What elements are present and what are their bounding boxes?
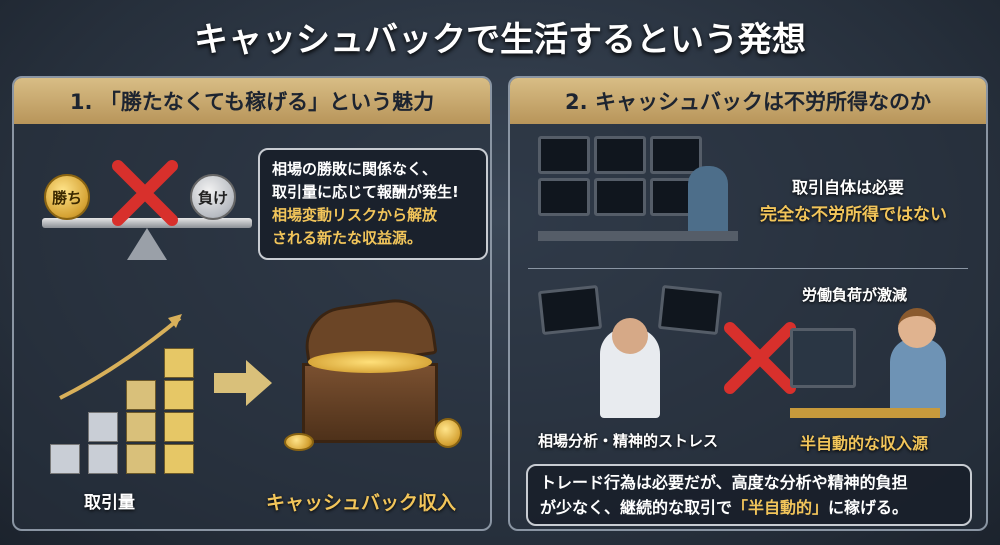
lose-coin: 負け [190, 174, 236, 220]
bubble-text-highlight: 相場変動リスクから解放 [272, 206, 438, 224]
left-panel: 1. 「勝たなくても稼げる」という魅力 勝ち 負け 相場の勝敗に関係なく、 取引… [12, 76, 492, 531]
bubble-text: が少なく、継続的な取引で「半自動的」に稼げる。 [540, 495, 958, 520]
volume-cubes-icon [50, 308, 210, 478]
relaxed-trader-illustration [790, 308, 960, 423]
cross-icon [724, 322, 796, 394]
volume-label: 取引量 [84, 493, 135, 513]
growth-arrow-icon [59, 314, 182, 400]
cross-icon [112, 160, 178, 226]
workload-reduced-label: 労働負荷が激減 [802, 286, 908, 304]
info-bubble: 相場の勝敗に関係なく、 取引量に応じて報酬が発生! 相場変動リスクから解放 され… [258, 148, 488, 260]
trader-monitors-illustration [538, 136, 738, 256]
lose-label: 負け [197, 188, 228, 207]
right-panel-header: 2. キャッシュバックは不労所得なのか [510, 78, 986, 124]
not-passive-income-text: 完全な不労所得ではない [760, 205, 947, 225]
stressed-trader-illustration [537, 284, 723, 428]
trading-required-text: 取引自体は必要 [792, 178, 905, 197]
balance-scale-icon: 勝ち 負け [42, 158, 252, 260]
bubble-text: 取引量に応じて報酬が発生! [272, 183, 459, 201]
treasure-chest-icon [284, 293, 464, 473]
summary-bubble: トレード行為は必要だが、高度な分析や精神的負担 が少なく、継続的な取引で「半自動… [526, 464, 972, 526]
bubble-text-highlight: される新たな収益源。 [272, 229, 423, 247]
win-coin: 勝ち [44, 174, 90, 220]
bubble-text: トレード行為は必要だが、高度な分析や精神的負担 [540, 473, 908, 492]
divider [528, 268, 968, 269]
right-arrow-icon [214, 360, 272, 406]
right-panel: 2. キャッシュバックは不労所得なのか 取引自体は必要 完全な不労所得ではない … [508, 76, 988, 531]
bubble-text-highlight: 「半自動的」 [732, 498, 829, 517]
cashback-income-label: キャッシュバック収入 [266, 492, 457, 514]
semi-auto-income-label: 半自動的な収入源 [800, 434, 929, 453]
bubble-text: 相場の勝敗に関係なく、 [272, 160, 438, 178]
stress-label: 相場分析・精神的ストレス [538, 432, 719, 450]
bubble-text-part: が少なく、継続的な取引で [540, 498, 733, 517]
page-title: キャッシュバックで生活するという発想 [194, 20, 806, 60]
left-panel-header: 1. 「勝たなくても稼げる」という魅力 [14, 78, 490, 124]
bubble-text-part: に稼げる。 [828, 498, 909, 517]
win-label: 勝ち [51, 188, 82, 207]
